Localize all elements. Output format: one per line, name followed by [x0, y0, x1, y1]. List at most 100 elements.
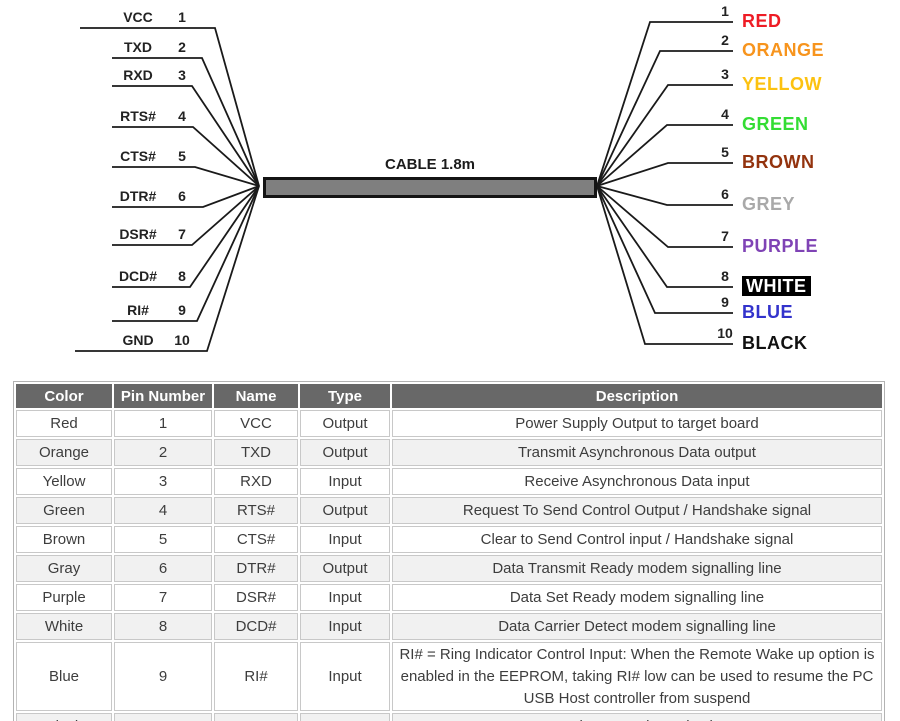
right-pin-number-10: 10: [717, 325, 733, 341]
table-cell: GND: [214, 713, 298, 721]
left-pin-label-7: DSR#: [119, 226, 157, 242]
wire-left-pin-3: [112, 85, 260, 187]
wire-right-pin-3: [596, 84, 733, 187]
table-cell: Data Set Ready modem signalling line: [392, 584, 882, 611]
table-cell: Blue: [16, 642, 112, 712]
table-cell: 4: [114, 497, 212, 524]
wire-color-label-9: BLUE: [742, 302, 793, 322]
table-cell: Input: [300, 584, 390, 611]
wire-right-pin-8: [596, 185, 733, 288]
table-cell: Red: [16, 410, 112, 437]
left-pin-number-9: 9: [178, 302, 186, 318]
table-cell: 9: [114, 642, 212, 712]
table-cell: Output: [300, 555, 390, 582]
right-pin-number-8: 8: [721, 268, 729, 284]
left-pin-label-2: TXD: [124, 39, 152, 55]
table-cell: Brown: [16, 526, 112, 553]
right-pin-number-1: 1: [721, 3, 729, 19]
col-header-3: Type: [300, 384, 390, 408]
wire-right-pin-6: [596, 185, 733, 206]
wire-right-pin-2: [596, 50, 733, 187]
right-pin-number-9: 9: [721, 294, 729, 310]
table-cell: Orange: [16, 439, 112, 466]
left-pin-number-8: 8: [178, 268, 186, 284]
table-cell: GND: [300, 713, 390, 721]
table-cell: CTS#: [214, 526, 298, 553]
table-cell: Black: [16, 713, 112, 721]
table-cell: Output: [300, 439, 390, 466]
table-cell: RI# = Ring Indicator Control Input: When…: [392, 642, 882, 712]
left-pin-number-10: 10: [174, 332, 190, 348]
table-cell: Power Supply Output to target board: [392, 410, 882, 437]
wire-right-pin-9: [596, 185, 733, 314]
wire-color-label-5: BROWN: [742, 152, 815, 172]
wire-color-label-8: WHITE: [742, 276, 811, 296]
table-row-10: Black10GNDGNDDevice ground supply pin: [16, 713, 882, 721]
table-cell: DTR#: [214, 555, 298, 582]
table-cell: Request To Send Control Output / Handsha…: [392, 497, 882, 524]
wire-left-pin-9: [112, 185, 260, 322]
left-pin-label-9: RI#: [127, 302, 149, 318]
left-pin-number-5: 5: [178, 148, 186, 164]
table-cell: Receive Asynchronous Data input: [392, 468, 882, 495]
table-cell: Input: [300, 642, 390, 712]
left-pin-label-6: DTR#: [119, 188, 157, 204]
table-cell: TXD: [214, 439, 298, 466]
wire-left-pin-10: [75, 185, 260, 352]
table-cell: 8: [114, 613, 212, 640]
wire-color-label-3: YELLOW: [742, 74, 822, 94]
table-cell: Data Carrier Detect modem signalling lin…: [392, 613, 882, 640]
table-cell: White: [16, 613, 112, 640]
right-pin-number-4: 4: [721, 106, 729, 122]
left-pin-label-5: CTS#: [120, 148, 156, 164]
left-pin-label-1: VCC: [123, 9, 153, 25]
col-header-0: Color: [16, 384, 112, 408]
wire-color-label-2: ORANGE: [742, 40, 825, 60]
wire-right-pin-10: [596, 185, 733, 345]
wire-color-label-7: PURPLE: [742, 236, 819, 256]
right-pin-number-5: 5: [721, 144, 729, 160]
wire-left-pin-4: [112, 126, 260, 187]
table-cell: Purple: [16, 584, 112, 611]
table-cell: Gray: [16, 555, 112, 582]
wire-left-pin-7: [112, 185, 260, 246]
table-cell: 10: [114, 713, 212, 721]
left-pin-number-1: 1: [178, 9, 186, 25]
left-pin-label-4: RTS#: [120, 108, 156, 124]
table-cell: Data Transmit Ready modem signalling lin…: [392, 555, 882, 582]
table-cell: 1: [114, 410, 212, 437]
right-pin-number-2: 2: [721, 32, 729, 48]
table-cell: 7: [114, 584, 212, 611]
wire-left-pin-8: [112, 185, 260, 288]
right-pin-number-7: 7: [721, 228, 729, 244]
left-pin-number-6: 6: [178, 188, 186, 204]
table-cell: Transmit Asynchronous Data output: [392, 439, 882, 466]
col-header-4: Description: [392, 384, 882, 408]
left-pin-number-3: 3: [178, 67, 186, 83]
table-cell: DCD#: [214, 613, 298, 640]
wire-color-label-4: GREEN: [742, 114, 809, 134]
table-cell: RI#: [214, 642, 298, 712]
left-pin-label-8: DCD#: [118, 268, 158, 284]
table-cell: Output: [300, 410, 390, 437]
cable-length-label: CABLE 1.8m: [384, 156, 476, 173]
right-pin-number-6: 6: [721, 186, 729, 202]
wire-lines-canvas: [75, 21, 733, 352]
wire-right-pin-5: [596, 162, 733, 187]
wire-right-pin-1: [596, 21, 733, 187]
wire-right-pin-7: [596, 185, 733, 248]
left-pin-label-10: GND: [122, 332, 154, 348]
table-cell: Input: [300, 468, 390, 495]
wire-left-pin-5: [112, 166, 260, 187]
wire-right-pin-4: [596, 124, 733, 187]
